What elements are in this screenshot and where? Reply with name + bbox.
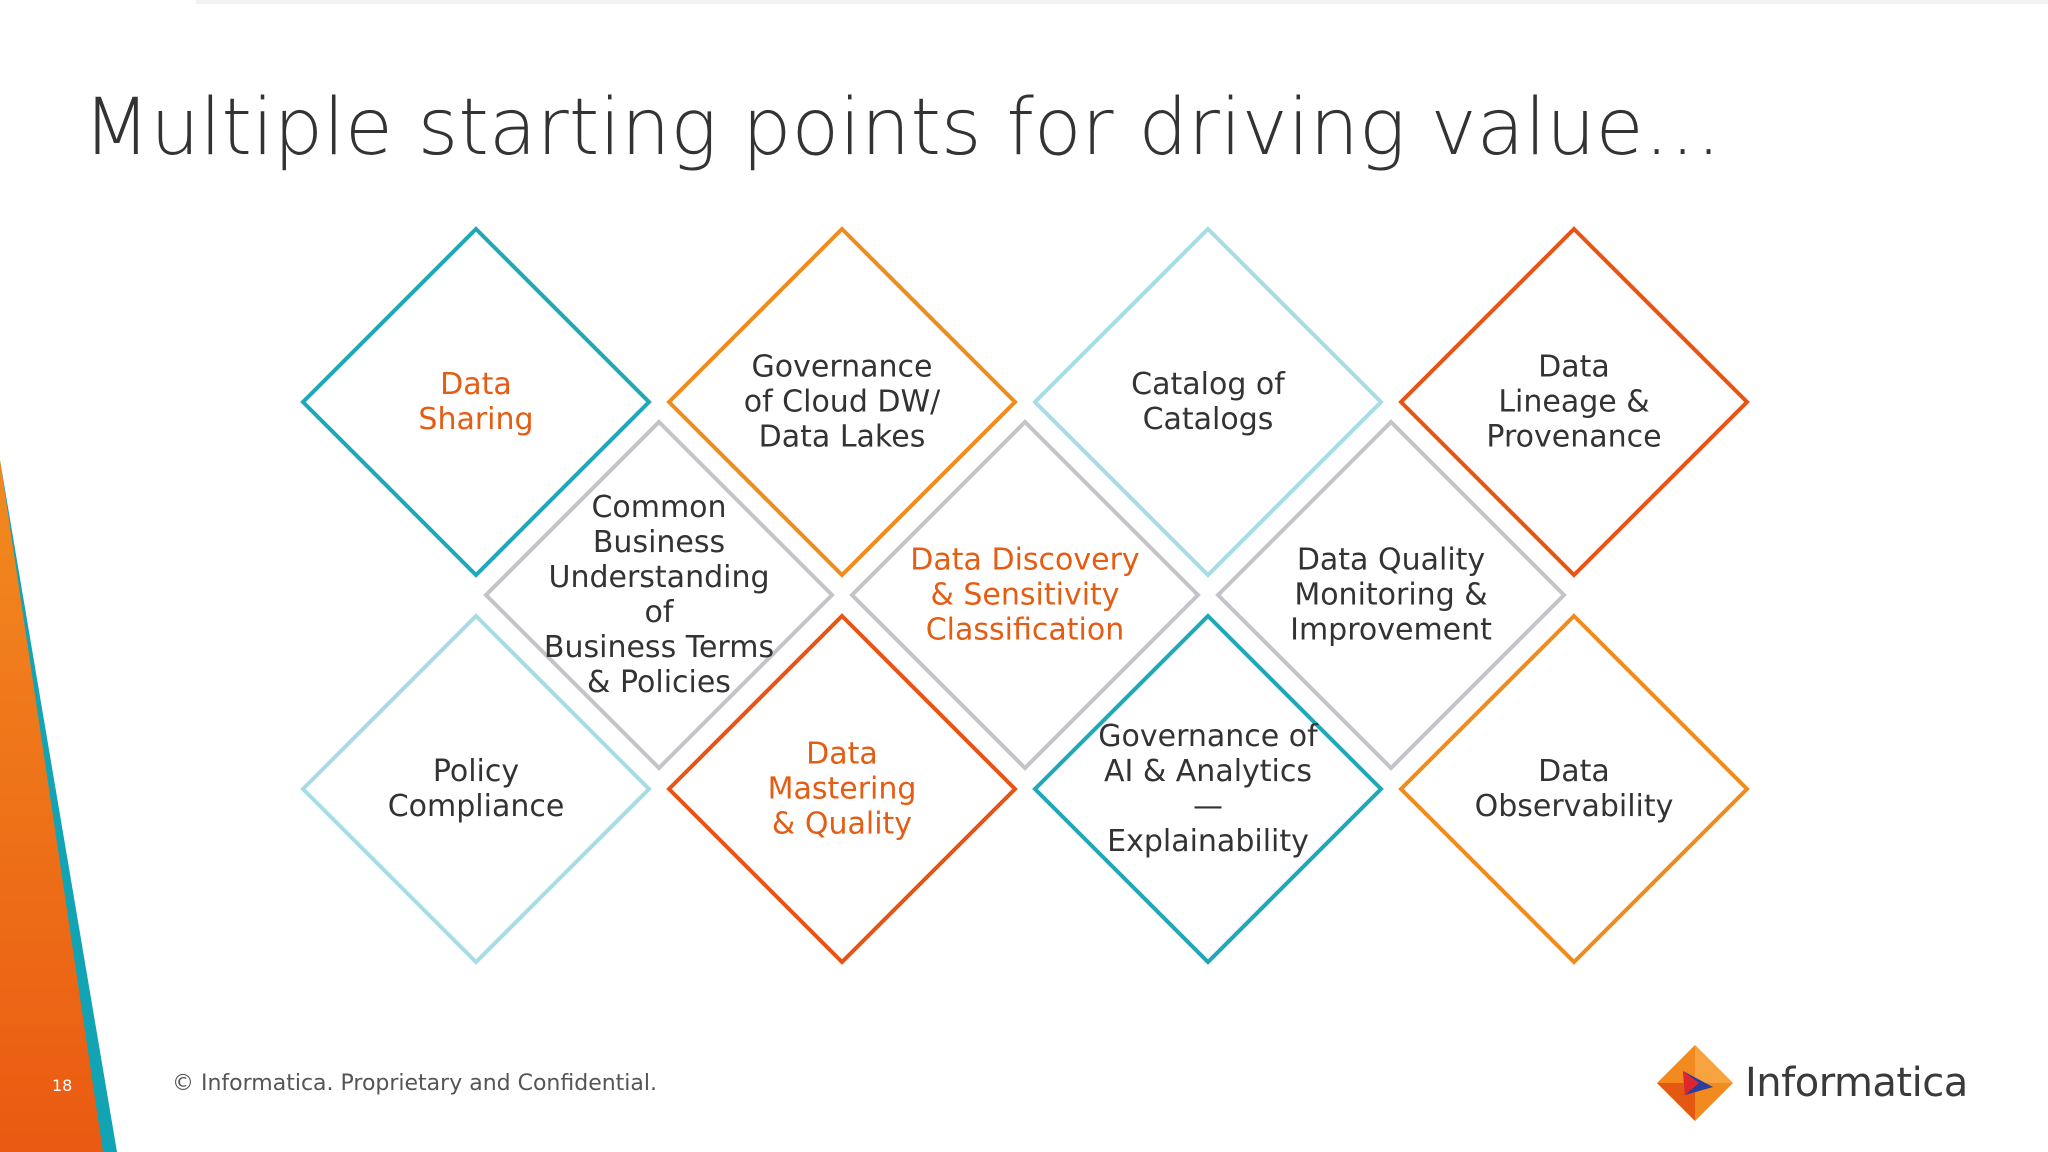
node-label-data-observability: Data Observability: [1474, 754, 1674, 824]
slide-title: Multiple starting points for driving val…: [83, 83, 1722, 173]
node-label-business-understanding: Common Business Understanding of Busines…: [543, 490, 775, 700]
diamond-data-sharing: [300, 226, 652, 578]
node-label-policy-compliance: Policy Compliance: [387, 754, 565, 824]
top-divider: [196, 0, 2048, 4]
left-accent-band: [0, 460, 117, 1152]
node-label-governance-cloud: Governance of Cloud DW/ Data Lakes: [743, 349, 941, 455]
informatica-brand: Informatica: [1655, 1043, 1968, 1123]
copyright-notice: © Informatica. Proprietary and Confident…: [172, 1071, 657, 1096]
diamond-policy-compliance: [300, 613, 652, 965]
diamond-data-lineage: [1398, 226, 1750, 578]
node-label-data-sharing: Data Sharing: [418, 367, 534, 437]
node-label-data-mastering: Data Mastering & Quality: [767, 736, 917, 842]
diamond-data-observability: [1398, 613, 1750, 965]
diamond-business-understanding: [483, 419, 835, 771]
diamond-data-quality-monitoring: [1215, 419, 1567, 771]
diamond-governance-ai: [1032, 613, 1384, 965]
diamond-governance-cloud: [666, 226, 1018, 578]
diamond-catalog-of-catalogs: [1032, 226, 1384, 578]
brand-name: Informatica: [1745, 1060, 1968, 1106]
page-number: 18: [52, 1076, 73, 1095]
diamond-data-mastering: [666, 613, 1018, 965]
diamond-data-discovery: [849, 419, 1201, 771]
node-label-data-discovery: Data Discovery & Sensitivity Classificat…: [910, 542, 1140, 648]
node-label-data-quality-monitoring: Data Quality Monitoring & Improvement: [1290, 542, 1492, 648]
informatica-logo-icon: [1657, 1045, 1733, 1121]
node-label-data-lineage: Data Lineage & Provenance: [1486, 349, 1662, 455]
node-label-catalog-of-catalogs: Catalog of Catalogs: [1131, 367, 1285, 437]
node-label-governance-ai: Governance of AI & Analytics — Explainab…: [1098, 719, 1318, 859]
